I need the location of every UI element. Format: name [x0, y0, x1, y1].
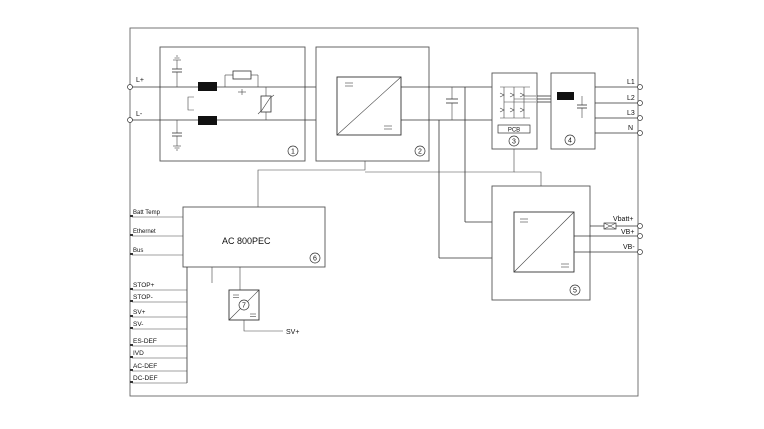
signal-batt-temp-label: Batt Temp [133, 210, 161, 216]
output-vbminus-label: VB- [623, 244, 635, 251]
controller-label: AC 800PEC [222, 236, 271, 246]
varistor-icon [257, 87, 275, 120]
signal-ivd-label: IVD [133, 350, 144, 357]
filter-block-1 [159, 46, 306, 162]
module-number-7: 7 [242, 303, 246, 310]
module-number-3: 3 [512, 139, 516, 146]
dc-link-capacitor [446, 87, 458, 120]
dc-dc-converter-icon [336, 76, 402, 136]
precharge-resistor [224, 70, 259, 95]
module-number-5: 5 [573, 288, 577, 295]
input-l-plus-label: L+ [136, 77, 144, 84]
output-l2-label: L2 [627, 95, 635, 102]
output-l1-label: L1 [627, 79, 635, 86]
output-l3-label: L3 [627, 110, 635, 117]
battery-dc-dc-icon [513, 211, 575, 273]
choke-top-icon [198, 82, 217, 91]
sv-plus-output-label: SV+ [286, 329, 299, 336]
fuse-icon [603, 222, 617, 230]
signal-stop-plus-label: STOP+ [133, 282, 155, 289]
signal-bus-label: Bus [133, 248, 143, 254]
pcb-label: PCB [508, 128, 520, 134]
signal-ac-def-label: AC-DEF [133, 363, 157, 370]
controller-block-6 [182, 206, 326, 268]
signal-sv-plus-label: SV+ [133, 309, 146, 316]
pcb-box [497, 124, 531, 134]
output-inductor-icon [557, 92, 574, 100]
output-capacitor [577, 96, 587, 118]
outer-frame [129, 27, 639, 397]
y-capacitor-top [172, 55, 182, 87]
input-l-minus-label: L- [136, 111, 143, 118]
signal-dc-def-label: DC-DEF [133, 375, 158, 382]
module-number-1: 1 [291, 149, 295, 156]
y-capacitor-bottom [172, 120, 182, 151]
module-number-2: 2 [418, 149, 422, 156]
aux-supply-block-7 [228, 289, 260, 321]
module-number-6: 6 [313, 256, 317, 263]
igbt-bridge-icon [499, 86, 536, 119]
output-n-label: N [628, 125, 633, 132]
signal-terminals [130, 288, 133, 383]
output-vbatt-label: Vbatt+ [613, 216, 633, 223]
module-number-4: 4 [568, 138, 572, 145]
signal-es-def-label: ES-DEF [133, 338, 157, 345]
signal-ethernet-label: Ethernet [133, 229, 156, 235]
choke-bottom-icon [198, 116, 217, 125]
signal-sv-minus-label: SV- [133, 321, 143, 328]
output-vbplus-label: VB+ [621, 229, 634, 236]
signal-stop-minus-label: STOP- [133, 294, 153, 301]
